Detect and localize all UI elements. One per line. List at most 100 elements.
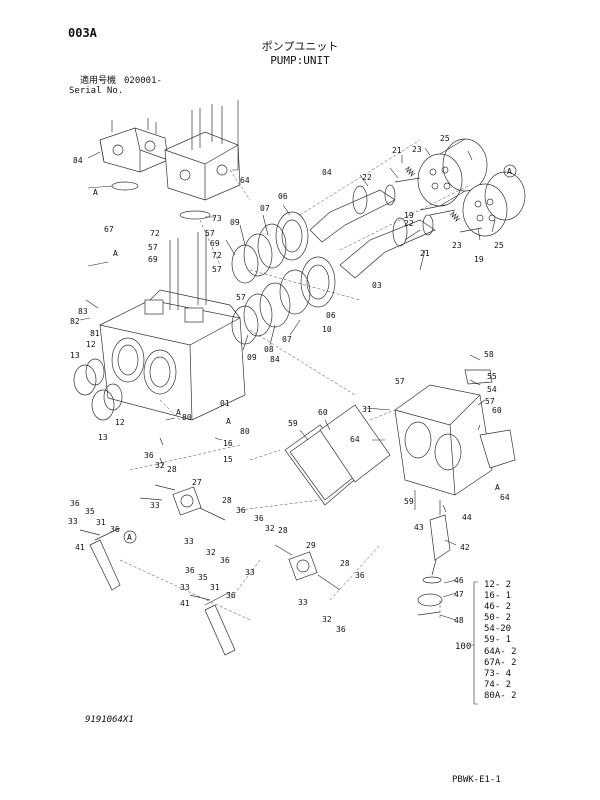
- callout-59: 60: [318, 408, 328, 417]
- callout-35e: 36: [220, 556, 230, 565]
- shaft-lower-03: [339, 214, 436, 279]
- callout-12b: 12: [115, 418, 125, 427]
- callout-42: 42: [460, 543, 470, 552]
- callout-82: 81: [90, 329, 100, 338]
- serial-value: 020001-: [124, 76, 162, 86]
- callout-21: 21: [392, 146, 402, 155]
- cylinder-block-upper-25: [417, 138, 488, 207]
- callout-72b: 69: [210, 239, 220, 248]
- callout-25: 25: [440, 134, 450, 143]
- callout-06b: 06: [326, 311, 336, 320]
- callout-50: 54: [487, 385, 497, 394]
- callout-54c: 57: [212, 265, 222, 274]
- callout-28: 29: [306, 541, 316, 550]
- callout-27: 27: [192, 478, 202, 487]
- callout-35f: 36: [254, 514, 264, 523]
- callout-33e: 33: [180, 583, 190, 592]
- callout-32d: 32: [322, 615, 332, 624]
- callout-60: 60: [492, 406, 502, 415]
- callout-80a: 80: [182, 413, 192, 422]
- kit-item-list: 12- 2 16- 1 46- 2 50- 2 54-20 59- 1 64A-…: [484, 580, 517, 702]
- callout-21b: 21: [420, 249, 430, 258]
- callout-84: 83: [78, 307, 88, 316]
- callout-33d: 33: [245, 568, 255, 577]
- callout-54d: 57: [236, 293, 246, 302]
- valve-42-48: [417, 500, 451, 616]
- callout-09b: 09: [247, 353, 257, 362]
- callout-04: 04: [322, 168, 332, 177]
- pump-casing-right-41: [394, 369, 516, 496]
- callout-74a: A: [93, 188, 98, 197]
- kit-item: 59- 1: [484, 635, 512, 646]
- callout-23b: 23: [452, 241, 462, 250]
- callout-54e: 57: [395, 377, 405, 386]
- cylinder-block-lower-25: [462, 171, 526, 237]
- pump-casing-left: [99, 230, 246, 421]
- callout-58: 59: [404, 497, 414, 506]
- o-rings-left: [73, 358, 123, 421]
- callout-73: 72: [150, 229, 160, 238]
- kit-item: 64A- 2: [484, 646, 517, 657]
- callout-54f: 57: [485, 397, 495, 406]
- page-title-en: PUMP:UNIT: [270, 54, 330, 67]
- callout-25b: 25: [494, 241, 504, 250]
- callout-01: 01: [220, 399, 230, 408]
- callout-A3: A: [113, 249, 118, 258]
- callout-34b: 35: [198, 573, 208, 582]
- callout-33a: 33: [150, 501, 160, 510]
- kit-item: 67A- 2: [484, 657, 517, 668]
- callout-23: 23: [412, 145, 422, 154]
- callout-83: 82: [70, 317, 80, 326]
- callout-29d: 28: [340, 559, 350, 568]
- callout-69: 64: [240, 176, 250, 185]
- kit-item: 50- 2: [484, 613, 512, 624]
- callout-35i: 36: [226, 591, 236, 600]
- callout-32c: 32: [265, 524, 275, 533]
- gasket-57-plate-59: [284, 404, 391, 506]
- callout-A1: A: [176, 408, 181, 417]
- callout-07: 07: [260, 204, 270, 213]
- kit-item: 74- 2: [484, 679, 512, 690]
- sheet-number: PBWK-E1-1: [452, 775, 501, 785]
- callout-44: 44: [462, 513, 472, 522]
- links-34-36: [79, 527, 236, 656]
- callout-08: 08: [264, 345, 274, 354]
- callout-09: 09: [230, 218, 240, 227]
- bearing-rings-lower: [231, 256, 336, 345]
- kit-item: 80A- 2: [484, 690, 517, 701]
- drawing-number: 9191064X1: [85, 715, 134, 725]
- callout-15: 15: [223, 455, 233, 464]
- callout-A4: A: [507, 167, 512, 176]
- callout-36b: 41: [180, 599, 190, 608]
- swash-plate-upper-27: [139, 484, 226, 521]
- callout-36a: 41: [75, 543, 85, 552]
- callout-67: 67: [104, 225, 114, 234]
- callout-64b: 64: [500, 493, 510, 502]
- shaft-upper-04: [309, 184, 396, 243]
- callout-13b: 13: [98, 433, 108, 442]
- callout-80b: 80: [240, 427, 250, 436]
- valve-block-70: [99, 118, 169, 191]
- callout-64a: 64: [350, 435, 360, 444]
- callout-07b: 07: [282, 335, 292, 344]
- callout-74b: 73: [212, 214, 222, 223]
- callout-33b: 33: [68, 517, 78, 526]
- callout-54: 57: [148, 243, 158, 252]
- swash-plate-lower-28: [274, 544, 341, 591]
- callout-35b: 36: [236, 506, 246, 515]
- callout-35j: 36: [336, 625, 346, 634]
- callout-29a: 28: [167, 465, 177, 474]
- callout-43: 43: [414, 523, 424, 532]
- callout-35c: 36: [70, 499, 80, 508]
- callout-31a: 31: [96, 518, 106, 527]
- callout-51: 55: [487, 372, 497, 381]
- kit-item: 54-20: [484, 624, 512, 635]
- callout-19a: 19: [404, 211, 414, 220]
- serial-label-en: Serial No.: [69, 86, 124, 96]
- callout-33c: 33: [184, 537, 194, 546]
- callout-22b: 22: [404, 219, 414, 228]
- callout-03: 03: [372, 281, 382, 290]
- page-code: 003A: [68, 26, 97, 40]
- callout-06: 06: [278, 192, 288, 201]
